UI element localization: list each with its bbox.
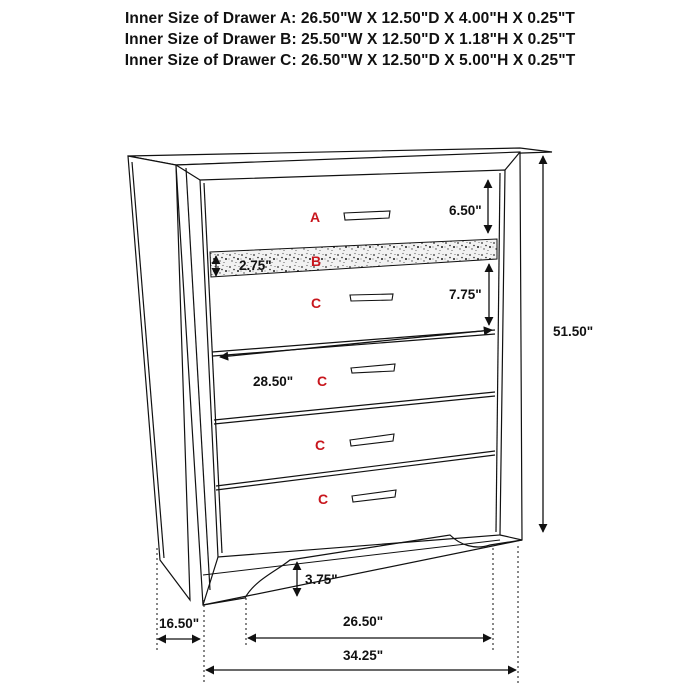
drawer-label-c1: C [311,295,321,311]
drawer-label-c2: C [317,373,327,389]
handle-icon [351,489,397,503]
drawer-handles [343,210,397,503]
dim-overall-width: 34.25" [343,648,383,663]
dim-drawer-b-height: 2.75" [239,258,272,273]
dim-drawer-a-height: 6.50" [449,203,482,218]
drawer-b-band [209,238,498,278]
handle-icon [349,433,395,447]
drawer-label-b: B [311,253,321,269]
drawer-label-c4: C [318,491,328,507]
spec-drawer-c: Inner Size of Drawer C: 26.50"W X 12.50"… [124,52,576,69]
chest-base [202,534,523,606]
dim-depth: 16.50" [159,616,199,631]
drawer-inner-size-specs: Inner Size of Drawer A: 26.50"W X 12.50"… [0,8,700,71]
handle-icon [349,293,394,302]
handle-icon [350,363,396,374]
dim-overall-height: 51.50" [553,324,593,339]
drawer-label-c3: C [315,437,325,453]
handle-icon [343,210,391,221]
dim-drawer-width: 28.50" [253,374,293,389]
spec-drawer-b: Inner Size of Drawer B: 25.50"W X 12.50"… [124,31,576,48]
spec-drawer-a: Inner Size of Drawer A: 26.50"W X 12.50"… [125,10,575,27]
dim-base-width: 26.50" [343,614,383,629]
dim-drawer-c-height: 7.75" [449,287,482,302]
dim-leg-height: 3.75" [305,572,338,587]
drawer-label-a: A [310,209,320,225]
